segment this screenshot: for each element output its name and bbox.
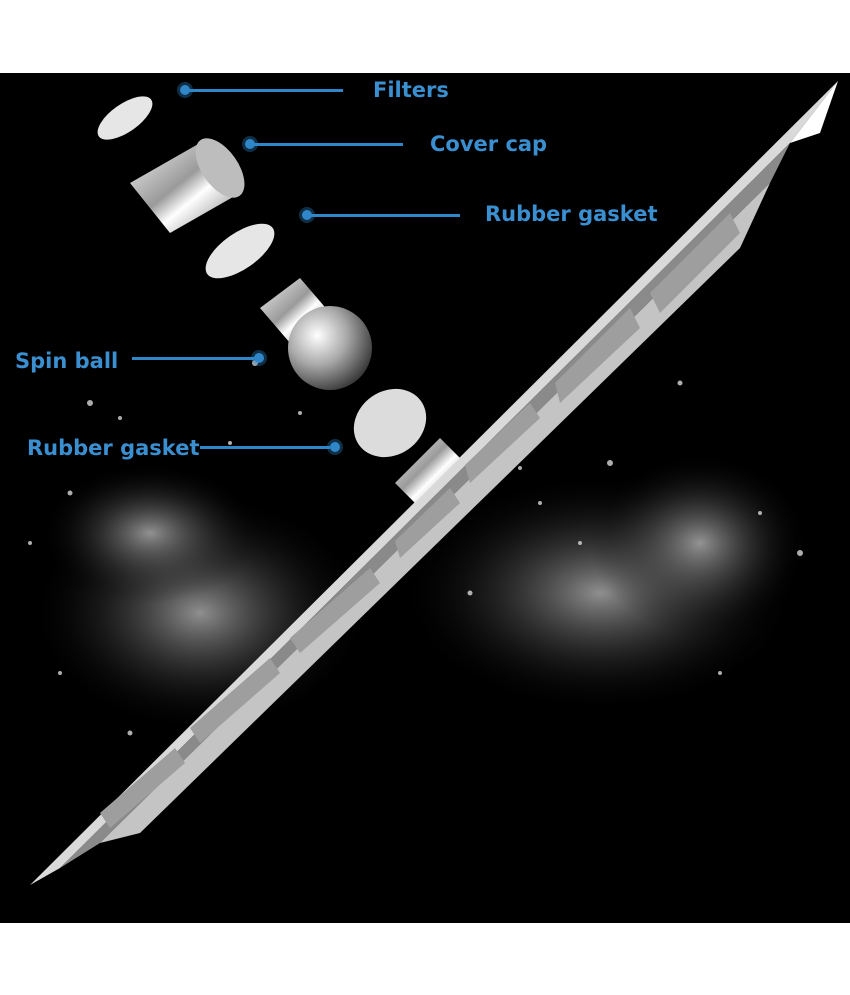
rubber-gasket-top-callout-dot xyxy=(302,210,312,220)
cover-cap-callout-label: Cover cap xyxy=(430,132,548,156)
rubber-gasket-disc-bottom xyxy=(353,388,427,458)
water-splash-right xyxy=(400,453,810,713)
filter-disc xyxy=(97,96,153,140)
cover-cap-callout-dot xyxy=(245,139,255,149)
filters-callout-line xyxy=(188,89,343,92)
water-droplets xyxy=(28,360,803,736)
rubber-gasket-bottom-callout-dot xyxy=(330,442,340,452)
threaded-connector xyxy=(395,438,460,503)
spin-ball-callout-label: Spin ball xyxy=(15,349,119,373)
rubber-gasket-bottom-callout-label: Rubber gasket xyxy=(27,436,200,460)
spin-ball xyxy=(260,278,372,390)
spin-ball-callout-line xyxy=(132,357,254,360)
rubber-gasket-top-callout-label: Rubber gasket xyxy=(485,202,658,226)
rubber-gasket-disc-top xyxy=(205,223,275,279)
filters-callout-dot xyxy=(180,85,190,95)
filters-callout-label: Filters xyxy=(373,78,449,102)
shower-nozzles xyxy=(100,213,740,828)
shower-head-illustration xyxy=(28,81,838,885)
rubber-gasket-bottom-callout-line xyxy=(200,446,330,449)
product-photo: Filters Cover cap Rubber gasket Spin bal… xyxy=(0,73,850,923)
spin-ball-callout-dot xyxy=(254,353,264,363)
cover-cap xyxy=(130,138,245,233)
rubber-gasket-top-callout-line xyxy=(310,214,460,217)
cover-cap-callout-line xyxy=(253,143,403,146)
